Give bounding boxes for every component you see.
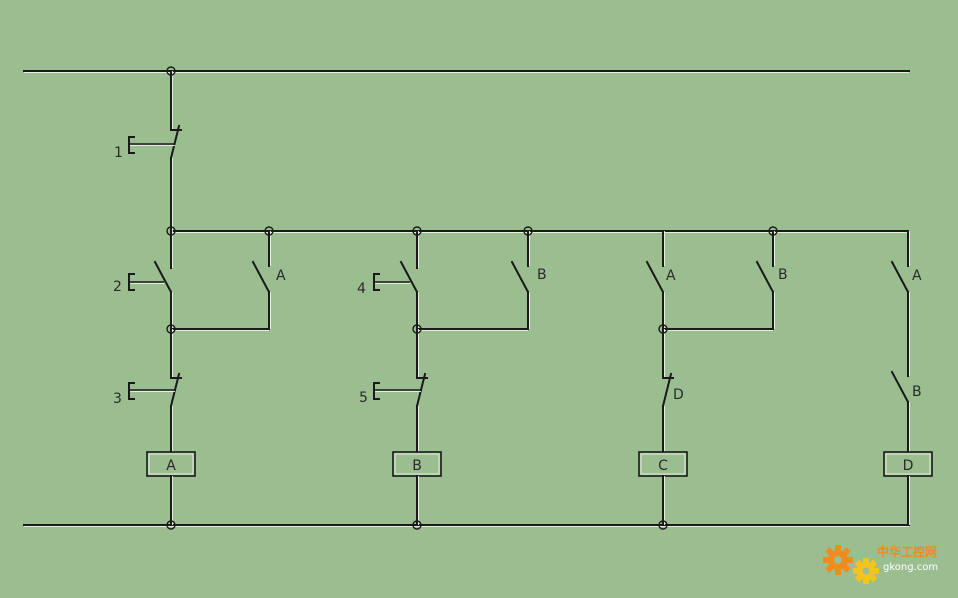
contact-label-c-a: A (666, 268, 676, 284)
pushbutton-label-2: 2 (113, 279, 122, 295)
junction-node (412, 520, 422, 530)
coil-label-b: B (412, 458, 422, 474)
pushbutton-label-5: 5 (359, 390, 368, 406)
watermark-brand-text: 中华工控网 (877, 544, 937, 559)
coil-label-c: C (658, 458, 668, 474)
yellow-gear-icon (853, 558, 879, 584)
pushbutton-label-1: 1 (114, 145, 123, 161)
contact-d-a (890, 230, 910, 377)
coil-b (392, 451, 442, 526)
coil-c (638, 451, 688, 526)
top-supply-rail (23, 70, 910, 73)
junction-node (166, 66, 176, 76)
control-bus (170, 230, 909, 233)
junction-node (412, 226, 422, 236)
start-pushbutton-2 (128, 230, 173, 330)
contact-label-d-a: A (912, 268, 922, 284)
orange-gear-icon (823, 545, 853, 575)
coil-label-a: A (166, 458, 176, 474)
stop-pushbutton-3 (128, 328, 182, 453)
junction-node (658, 324, 668, 334)
contact-label-c-b: B (778, 267, 788, 283)
junction-node (523, 226, 533, 236)
holding-contact-a (170, 230, 271, 331)
contact-c-a (645, 230, 665, 330)
contact-label-b-hold: B (537, 267, 547, 283)
junction-node (264, 226, 274, 236)
junction-node (658, 520, 668, 530)
junction-node (412, 324, 422, 334)
contact-label-a-hold: A (276, 268, 286, 284)
interlock-contact-c-d (661, 328, 674, 453)
pushbutton-label-3: 3 (113, 391, 122, 407)
coil-label-d: D (903, 458, 914, 474)
bottom-supply-rail (23, 524, 910, 527)
junction-node (768, 226, 778, 236)
stop-pushbutton-5 (373, 328, 428, 453)
contact-label-d-b: B (912, 384, 922, 400)
contact-label-c-d: D (673, 387, 684, 403)
start-pushbutton-4 (373, 230, 419, 330)
stop-pushbutton-1 (128, 70, 182, 232)
watermark-site-text: gkong.com (883, 562, 938, 573)
holding-contact-b (416, 230, 530, 331)
junction-nodes (166, 66, 778, 530)
contact-c-b (662, 230, 775, 331)
contact-d-b (890, 370, 910, 453)
coil-a (146, 451, 196, 526)
junction-node (166, 226, 176, 236)
junction-node (166, 520, 176, 530)
pushbutton-label-4: 4 (357, 281, 366, 297)
gkong-watermark: 中华工控网 gkong.com (823, 544, 938, 584)
coil-d (883, 451, 933, 526)
junction-node (166, 324, 176, 334)
